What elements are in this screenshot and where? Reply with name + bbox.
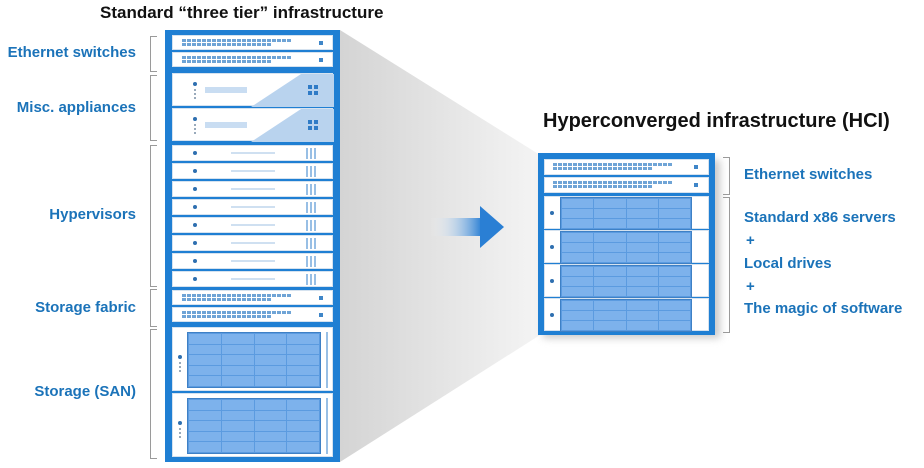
appliance-unit — [172, 108, 334, 142]
hci-label-plus: + — [746, 278, 755, 295]
san-array-unit — [172, 393, 333, 457]
right-arrow-icon — [430, 206, 504, 248]
appliance-unit — [172, 73, 334, 107]
brace-san — [150, 329, 157, 459]
hypervisor-unit — [172, 253, 333, 269]
fabric-switch-unit — [172, 290, 333, 305]
hci-label-magic-of-software: The magic of software — [744, 300, 903, 317]
hci-switch-unit — [544, 159, 709, 175]
right-title: Hyperconverged infrastructure (HCI) — [543, 110, 890, 132]
left-rack — [165, 30, 340, 462]
hypervisor-unit — [172, 145, 333, 161]
hci-label-x86-servers: Standard x86 servers — [744, 209, 896, 226]
brace-hci-ethernet — [723, 157, 730, 195]
brace-hci-servers — [723, 197, 730, 333]
label-misc-appliances: Misc. appliances — [16, 99, 136, 116]
left-title: Standard “three tier” infrastructure — [100, 3, 384, 22]
label-ethernet-switches: Ethernet switches — [7, 44, 136, 61]
brace-ethernet — [150, 36, 157, 72]
hypervisor-unit — [172, 163, 333, 179]
brace-misc — [150, 75, 157, 141]
san-array-unit — [172, 327, 333, 391]
hci-label-ethernet-switches: Ethernet switches — [744, 166, 873, 183]
hypervisor-unit — [172, 181, 333, 197]
brace-fabric — [150, 289, 157, 327]
hci-label-plus: + — [746, 232, 755, 249]
hypervisor-unit — [172, 235, 333, 251]
hci-switch-unit — [544, 177, 709, 193]
switch-unit — [172, 35, 333, 50]
label-storage-fabric: Storage fabric — [35, 299, 136, 316]
brace-hypervisors — [150, 145, 157, 287]
hci-server-unit — [544, 230, 709, 264]
hypervisor-unit — [172, 217, 333, 233]
hci-server-unit — [544, 264, 709, 298]
label-storage-san: Storage (SAN) — [34, 383, 136, 400]
hci-server-unit — [544, 196, 709, 230]
fabric-switch-unit — [172, 307, 333, 322]
switch-unit — [172, 52, 333, 67]
hci-label-local-drives: Local drives — [744, 255, 832, 272]
hypervisor-unit — [172, 199, 333, 215]
hypervisor-unit — [172, 271, 333, 287]
hci-server-unit — [544, 298, 709, 332]
label-hypervisors: Hypervisors — [49, 206, 136, 223]
hci-rack — [538, 153, 715, 335]
